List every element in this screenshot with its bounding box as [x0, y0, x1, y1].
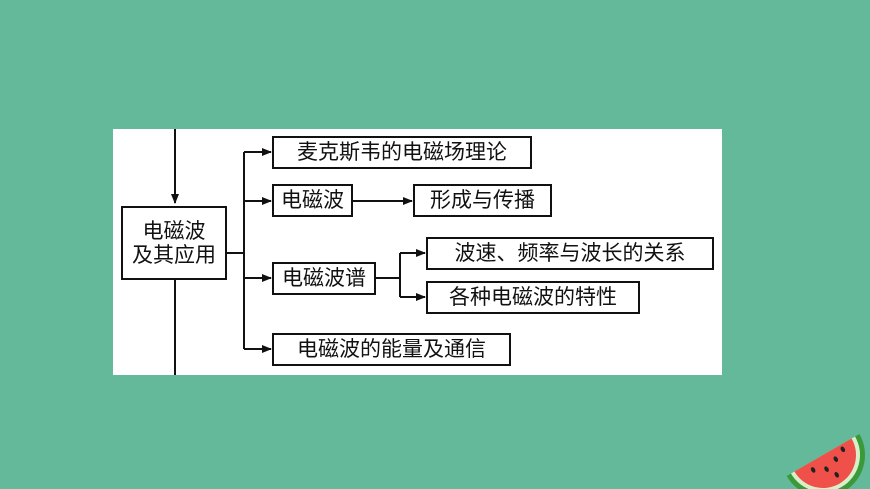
node-types: 各种电磁波的特性 — [426, 281, 640, 314]
root-node: 电磁波 及其应用 — [121, 206, 227, 280]
node-em-wave: 电磁波 — [272, 184, 353, 217]
node-maxwell: 麦克斯韦的电磁场理论 — [272, 136, 532, 169]
root-line2: 及其应用 — [132, 243, 216, 267]
node-spectrum: 电磁波谱 — [272, 262, 376, 295]
watermelon-slice-icon — [786, 434, 865, 489]
node-energy: 电磁波的能量及通信 — [272, 333, 511, 366]
node-relation: 波速、频率与波长的关系 — [426, 237, 714, 270]
root-line1: 电磁波 — [142, 218, 206, 243]
node-formation: 形成与传播 — [413, 184, 552, 217]
